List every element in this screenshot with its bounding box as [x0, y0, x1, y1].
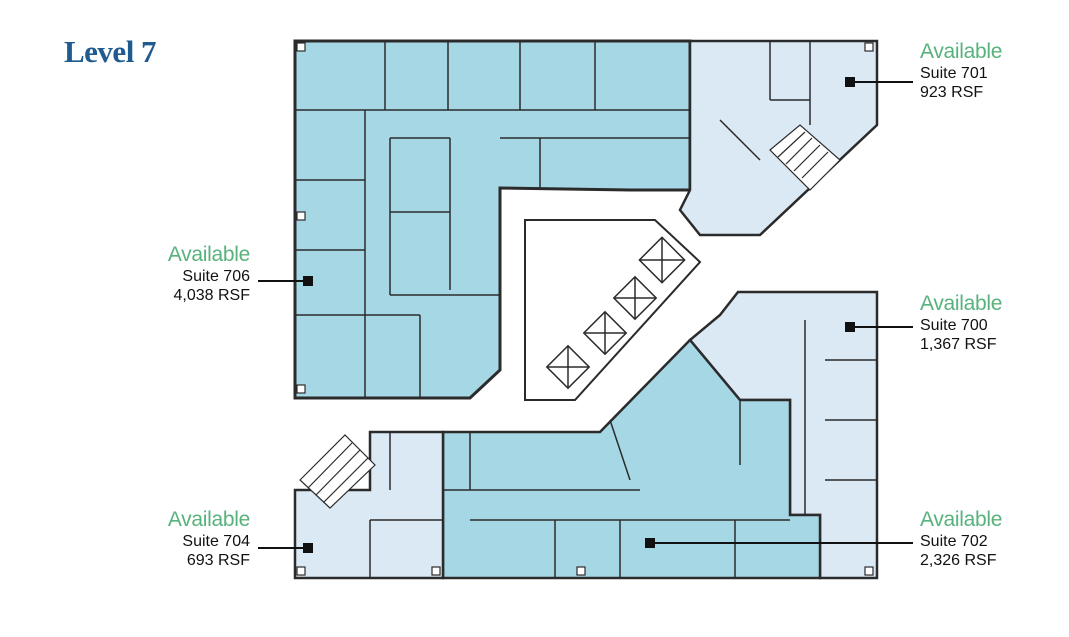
- suite-700-name: Suite 700: [920, 316, 988, 334]
- suite-701-name: Suite 701: [920, 64, 988, 82]
- suite-706-rsf: 4,038 RSF: [173, 286, 250, 304]
- suite-706-label: Available Suite 706 4,038 RSF: [150, 243, 250, 306]
- suite-701-area[interactable]: [678, 39, 879, 237]
- suite-700-label: Available Suite 700 1,367 RSF: [920, 292, 1002, 355]
- elevator-shafts: [545, 236, 686, 390]
- suite-704-area[interactable]: [293, 430, 445, 580]
- leader-lines: [258, 81, 913, 549]
- suite-701-rsf: 923 RSF: [920, 83, 984, 101]
- stairwell-southwest: [299, 434, 376, 509]
- suite-704-name: Suite 704: [182, 532, 250, 550]
- suite-702-name: Suite 702: [920, 532, 988, 550]
- suite-markers: [303, 77, 855, 553]
- suite-701-status: Available: [920, 40, 1003, 63]
- suite-701-label: Available Suite 701 923 RSF: [920, 40, 1002, 103]
- columns: [296, 42, 874, 576]
- page-title: Level 7: [64, 34, 157, 69]
- suite-700-rsf: 1,367 RSF: [920, 335, 997, 353]
- suite-702-label: Available Suite 702 2,326 RSF: [920, 508, 1002, 571]
- suite-700-status: Available: [920, 292, 1003, 315]
- suite-702-area[interactable]: [441, 338, 822, 580]
- suite-706-name: Suite 706: [182, 267, 250, 285]
- suite-704-rsf: 693 RSF: [186, 551, 250, 569]
- suite-704-status: Available: [167, 508, 250, 531]
- suite-704-label: Available Suite 704 693 RSF: [150, 508, 250, 571]
- stairwell-northeast: [769, 124, 841, 191]
- suite-706-status: Available: [167, 243, 250, 266]
- suite-702-rsf: 2,326 RSF: [920, 551, 997, 569]
- interior-walls: [295, 41, 877, 578]
- suite-702-status: Available: [920, 508, 1003, 531]
